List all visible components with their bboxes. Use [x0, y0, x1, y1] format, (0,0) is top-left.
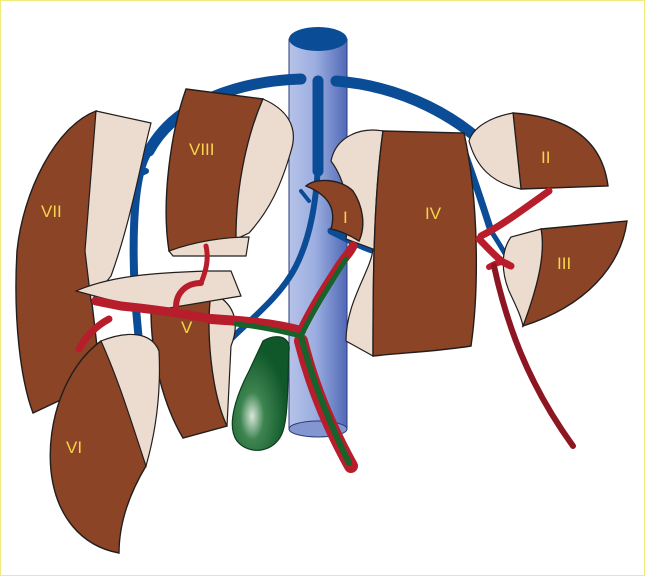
segment-III: III — [503, 221, 627, 326]
segment-VIII: VIII — [166, 89, 293, 256]
segment-label-VII: VII — [41, 202, 62, 221]
segment-label-V: V — [181, 318, 193, 337]
segment-label-VI: VI — [66, 438, 82, 457]
segment-label-II: II — [541, 148, 550, 167]
segment-label-III: III — [557, 254, 571, 273]
segment-label-VIII: VIII — [189, 140, 215, 159]
segment-label-IV: IV — [425, 204, 442, 223]
gallbladder — [232, 337, 289, 451]
segment-label-I: I — [343, 208, 348, 227]
segment-II: II — [469, 113, 608, 189]
